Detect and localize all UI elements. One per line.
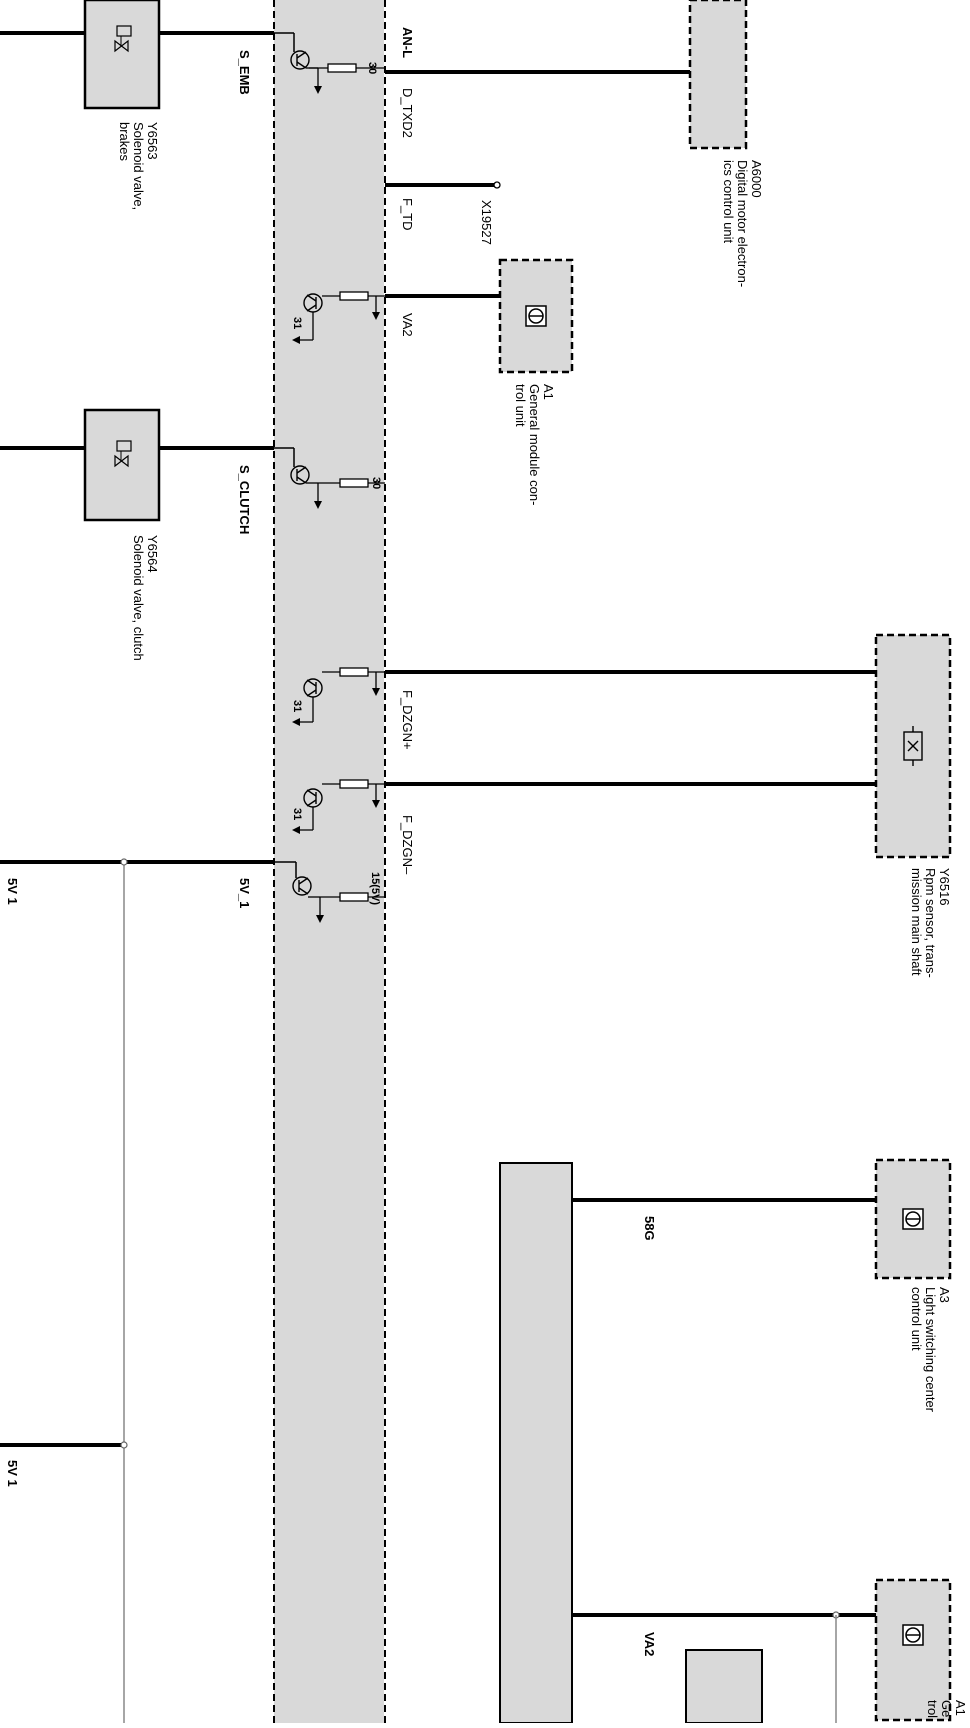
- signal-label-s-clutch: S_CLUTCH: [237, 465, 252, 534]
- resistor-icon: [339, 291, 369, 301]
- a3-id: A3: [937, 1287, 952, 1303]
- y6516-id: Y6516: [937, 868, 952, 906]
- y6563-name-line1: Solenoid valve,: [131, 122, 146, 210]
- signal-label-f-td: F_TD: [400, 198, 415, 231]
- y6563-component-box: [83, 0, 161, 110]
- control-module-icon: [902, 1208, 924, 1230]
- signal-label-f-dzgn-plus: F_DZGN+: [400, 690, 415, 750]
- a1-name-line1: General module con-: [527, 384, 542, 505]
- a1b-id: A1: [953, 1700, 968, 1716]
- signal-label-5v-1-a: 5V 1: [5, 878, 20, 905]
- signal-label-f-dzgn-minus: F_DZGN–: [400, 815, 415, 875]
- y6516-name-line2: mission main shaft: [909, 868, 924, 976]
- solenoid-valve-icon: [114, 440, 132, 468]
- signal-label-s-emb: S_EMB: [237, 50, 252, 95]
- ground-arrow-icon: [372, 312, 380, 320]
- resistor-icon: [339, 779, 369, 789]
- transistor-icon: [290, 50, 310, 70]
- signal-label-5v-1-bus: 5V_1: [237, 878, 252, 908]
- a6000-name-line1: Digital motor electron-: [735, 160, 750, 287]
- pin-label-15-5v: 15(5V): [369, 872, 381, 905]
- ground-arrow-icon: [372, 688, 380, 696]
- a1b-name-line1: Ge: [939, 1700, 954, 1717]
- y6563-id: Y6563: [145, 122, 160, 160]
- pin-label-30: 30: [370, 477, 382, 489]
- a6000-component-box: [688, 0, 748, 150]
- junction-dot-icon: [120, 858, 128, 866]
- y6516-name-line1: Rpm sensor, trans-: [923, 868, 938, 978]
- ground-arrow-icon: [314, 501, 322, 509]
- ground-arrow-icon: [292, 336, 300, 344]
- pin-label-31: 31: [291, 808, 303, 820]
- a1-name-line2: trol unit: [513, 384, 528, 427]
- resistor-icon: [327, 63, 357, 73]
- ground-arrow-icon: [314, 86, 322, 94]
- transistor-icon: [292, 876, 312, 896]
- pin-label-31: 31: [291, 700, 303, 712]
- y6564-component-box: [83, 408, 161, 522]
- resistor-icon: [339, 892, 369, 902]
- signal-label-d-txd2: D_TXD2: [400, 88, 415, 138]
- pin-label-30: 30: [366, 62, 378, 74]
- a1-id: A1: [541, 384, 556, 400]
- a3-name-line2: control unit: [909, 1287, 924, 1351]
- ground-arrow-icon: [292, 826, 300, 834]
- connector-end-icon: [493, 181, 501, 189]
- a6000-id: A6000: [749, 160, 764, 198]
- control-module-icon: [902, 1624, 924, 1646]
- ground-arrow-icon: [292, 718, 300, 726]
- junction-dot-icon: [120, 1441, 128, 1449]
- pin-label-31: 31: [291, 317, 303, 329]
- a1b-name-line2: trol: [925, 1700, 940, 1718]
- signal-label-5v-1-b: 5V 1: [5, 1460, 20, 1487]
- signal-label-an-l: AN-L: [400, 27, 415, 58]
- solenoid-valve-icon: [114, 25, 132, 53]
- a1b-component-box: [874, 1578, 952, 1722]
- y6564-name-line1: Solenoid valve, clutch: [131, 535, 146, 661]
- transistor-icon: [290, 465, 310, 485]
- resistor-icon: [339, 667, 369, 677]
- a6000-name-line2: ics control unit: [721, 160, 736, 243]
- control-module-icon: [525, 305, 547, 327]
- y6563-name-line2: brakes: [117, 122, 132, 162]
- ground-arrow-icon: [372, 800, 380, 808]
- y6516-component-box: [874, 633, 952, 859]
- transistor-icon: [303, 788, 323, 808]
- connector-block-right: [499, 1162, 573, 1724]
- signal-label-va2: VA2: [400, 313, 415, 337]
- signal-label-58g: 58G: [642, 1216, 657, 1241]
- connector-label-x19527: X19527: [479, 200, 494, 245]
- signal-label-va2-b: VA2: [642, 1632, 657, 1656]
- rpm-sensor-icon: [903, 726, 923, 766]
- a3-name-line1: Light switching center: [923, 1287, 938, 1413]
- ground-arrow-icon: [316, 915, 324, 923]
- resistor-icon: [339, 478, 369, 488]
- y6564-id: Y6564: [145, 535, 160, 573]
- lower-block: [685, 1649, 763, 1724]
